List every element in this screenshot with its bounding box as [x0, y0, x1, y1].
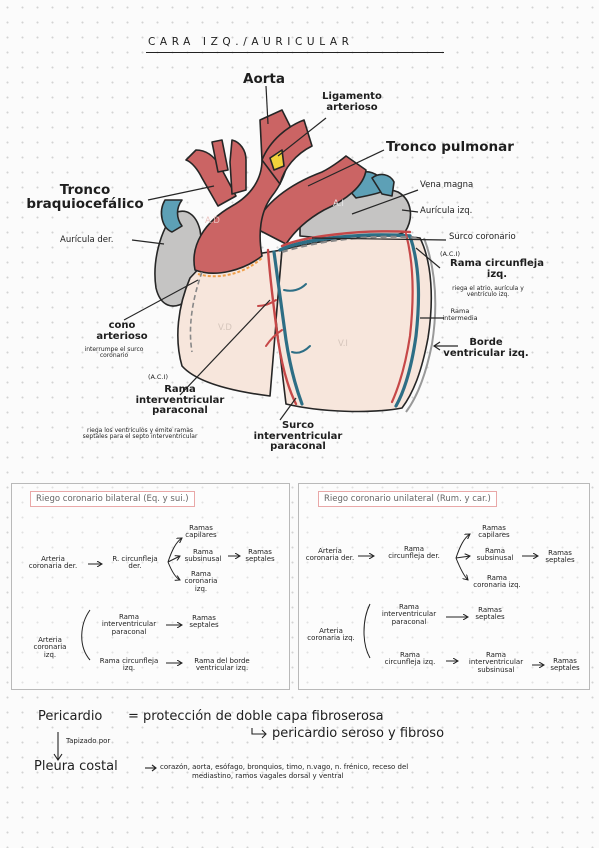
interventricular-dashed [189, 271, 203, 353]
label-auricula-der: Aurícula der. [60, 235, 114, 245]
note-pleura-1: corazón, aorta, esófago, bronquios, timo… [160, 763, 409, 771]
note-pleura-2: mediastino, ramos vagales dorsal y ventr… [192, 772, 344, 780]
note-tapizado: Tapizado por [66, 737, 111, 745]
label-aci-bottom: (A.C.I) [148, 373, 168, 381]
ligamentum-arteriosum [269, 149, 285, 171]
label-vi: V.I [338, 339, 348, 349]
borde-arrow [432, 341, 458, 351]
label-rama-circunfleja: Rama circunfleja izq. [450, 258, 544, 280]
label-aci-top: (A.C.I) [440, 250, 460, 258]
label-ad: A.D [205, 216, 220, 226]
label-auricula-izq: Aurícula izq. [420, 206, 473, 216]
pulmonary-trunk [254, 155, 367, 245]
note-pleura: Pleura costal [34, 759, 118, 774]
bilateral-box [11, 483, 290, 690]
label-tronco-braquiocefalico: Tronco braquiocefálico [26, 182, 144, 213]
label-interrumpe: interrumpe el surco coronario [84, 346, 144, 360]
label-rama-intermedia: Rama intermedia [442, 307, 478, 322]
title-underline [146, 52, 444, 53]
label-surco-interventricular: Surco interventricular paraconal [253, 420, 343, 452]
label-aorta: Aorta [243, 71, 285, 87]
note-pericardio: Pericardio [38, 709, 103, 724]
brachiocephalic-branch-2 [211, 139, 229, 173]
conus-arteriosus-line [197, 257, 263, 278]
bilateral-title: Riego coronario bilateral (Eq. y sui.) [30, 491, 195, 507]
page-title: CARA IZQ./AURICULAR [148, 36, 354, 48]
label-cono-arterioso: cono arterioso [96, 320, 148, 342]
left-border-line [405, 237, 437, 413]
label-riega-ventriculos: riega los ventrículos y emite ramas sept… [82, 427, 198, 441]
leader-lines [123, 85, 447, 421]
note-pericardio-def: = protección de doble capa fibroserosa [128, 709, 384, 724]
coronary-vessels [257, 230, 421, 408]
label-surco-coronario: Surco coronario [449, 232, 516, 242]
label-ligamento: Ligamento arterioso [322, 91, 382, 113]
brachiocephalic-branch [229, 139, 247, 195]
coronary-sulcus-dashed [281, 235, 421, 254]
label-vena-magna: Vena magna [420, 180, 474, 190]
label-ai: A.I [333, 199, 344, 209]
label-borde-ventricular: Borde ventricular izq. [443, 337, 529, 359]
unilateral-box [298, 483, 590, 690]
label-rama-interventricular: Rama interventricular paraconal [135, 384, 225, 416]
brachiocephalic-trunk [185, 149, 237, 207]
unilateral-title: Riego coronario unilateral (Rum. y car.) [318, 491, 497, 507]
vena-cava-blue [160, 199, 183, 233]
right-ventricle [177, 249, 283, 397]
label-riega-atrio: riega el atrio, aurícula y ventrículo iz… [452, 285, 524, 299]
pulmonary-vein-2 [371, 173, 395, 197]
label-tronco-pulmonar: Tronco pulmonar [386, 139, 514, 155]
note-pericardio-sub: pericardio seroso y fibroso [272, 726, 445, 741]
label-vd: V.D [218, 323, 232, 333]
